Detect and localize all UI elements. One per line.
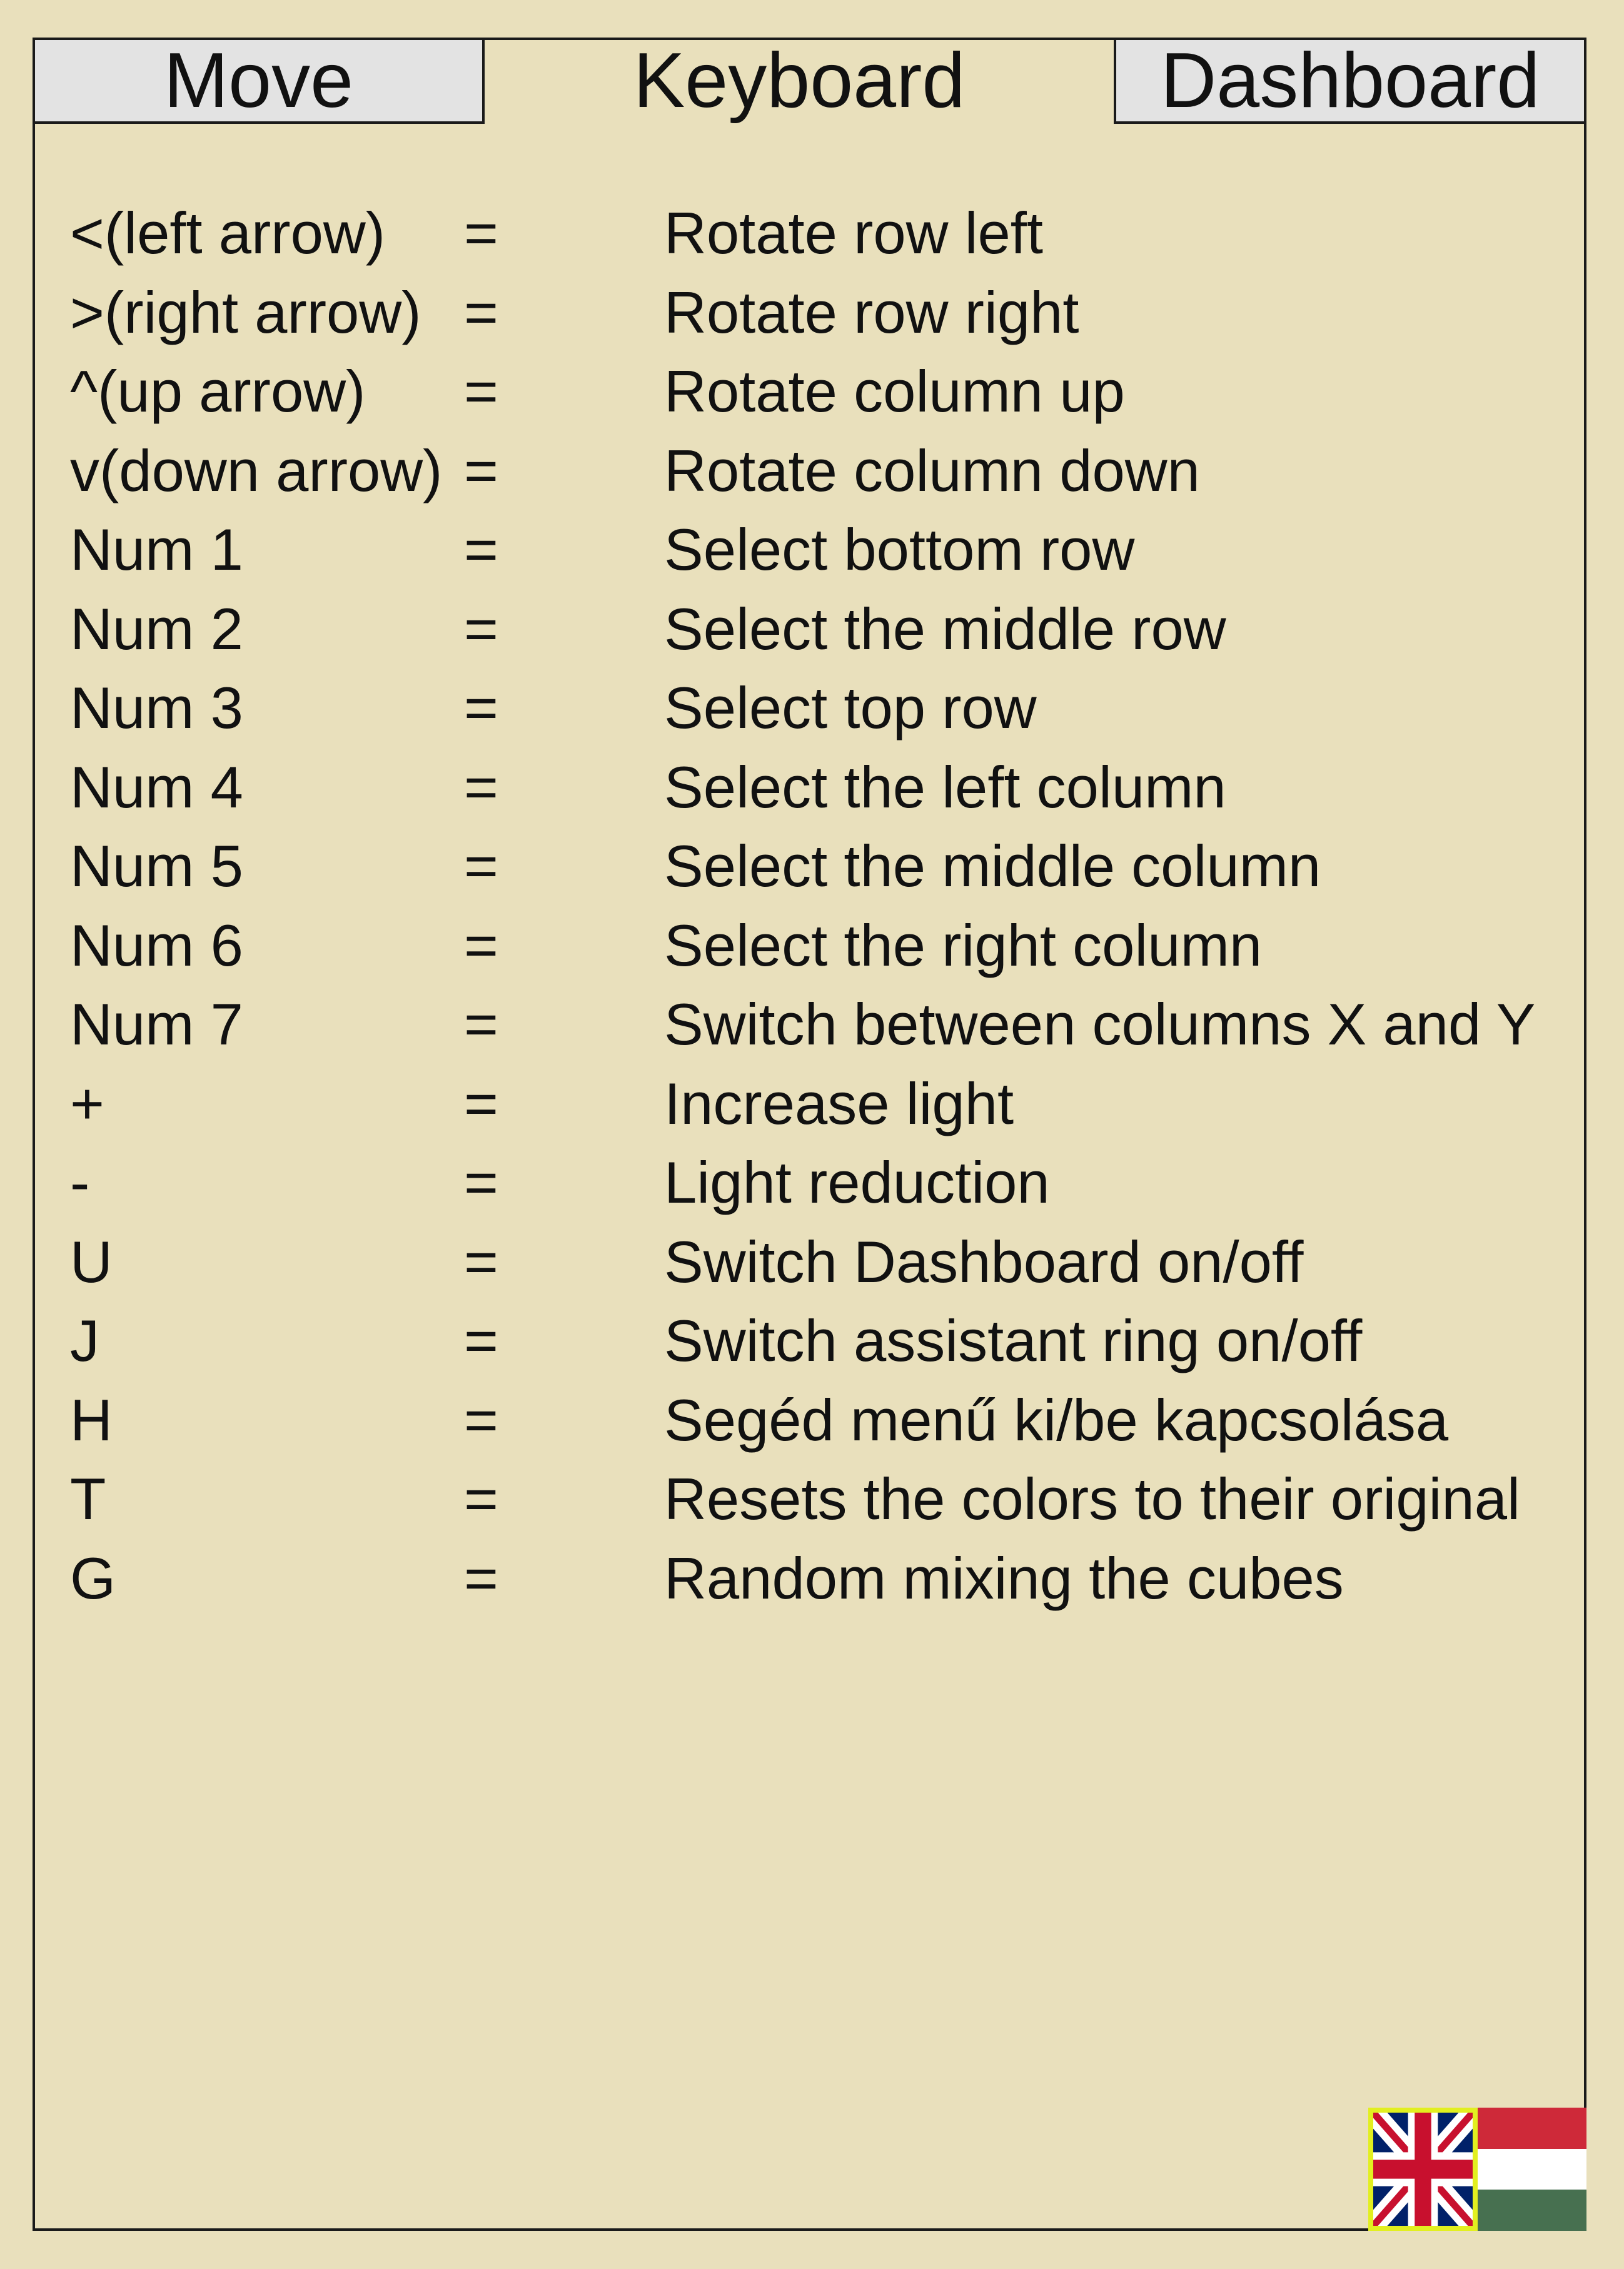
- shortcut-action: Select the left column: [664, 754, 1226, 820]
- shortcut-row: J = Switch assistant ring on/off: [70, 1301, 1583, 1381]
- shortcut-action: Select the middle column: [664, 833, 1321, 899]
- shortcut-row: <(left arrow) = Rotate row left: [70, 194, 1583, 273]
- equals-sign: =: [464, 1545, 498, 1611]
- shortcut-key: Num 6: [70, 912, 243, 978]
- shortcut-row: Num 6 = Select the right column: [70, 906, 1583, 986]
- shortcut-row: H = Segéd menű ki/be kapcsolása: [70, 1381, 1583, 1460]
- shortcut-row: Num 3 = Select top row: [70, 669, 1583, 748]
- shortcut-key: Num 7: [70, 991, 243, 1057]
- shortcut-row: G = Random mixing the cubes: [70, 1539, 1583, 1619]
- equals-sign: =: [464, 1308, 498, 1373]
- shortcut-row: U = Switch Dashboard on/off: [70, 1223, 1583, 1302]
- hungary-flag-button[interactable]: [1478, 2108, 1586, 2231]
- equals-sign: =: [464, 1466, 498, 1532]
- tab-keyboard[interactable]: Keyboard: [633, 38, 966, 124]
- shortcut-row: T = Resets the colors to their original: [70, 1460, 1583, 1539]
- shortcut-action: Light reduction: [664, 1150, 1050, 1215]
- equals-sign: =: [464, 200, 498, 266]
- shortcut-key: v(down arrow): [70, 437, 443, 503]
- shortcut-row: >(right arrow) = Rotate row right: [70, 273, 1583, 353]
- equals-sign: =: [464, 912, 498, 978]
- language-selector: [1368, 2108, 1586, 2231]
- shortcut-row: Num 7 = Switch between columns X and Y: [70, 985, 1583, 1064]
- shortcut-key: Num 5: [70, 833, 243, 899]
- shortcut-action: Switch Dashboard on/off: [664, 1228, 1304, 1295]
- shortcut-key: U: [70, 1228, 113, 1295]
- shortcut-key: +: [70, 1070, 104, 1136]
- shortcut-key: J: [70, 1308, 99, 1373]
- equals-sign: =: [464, 675, 498, 740]
- shortcut-action: Increase light: [664, 1070, 1014, 1136]
- shortcut-key: H: [70, 1387, 113, 1453]
- shortcut-key: Num 2: [70, 595, 243, 662]
- keyboard-panel: [33, 38, 1586, 2231]
- equals-sign: =: [464, 1228, 498, 1295]
- equals-sign: =: [464, 595, 498, 662]
- shortcut-key: <(left arrow): [70, 200, 386, 266]
- shortcut-row: v(down arrow) = Rotate column down: [70, 432, 1583, 511]
- equals-sign: =: [464, 833, 498, 899]
- shortcut-key: Num 3: [70, 675, 243, 740]
- equals-sign: =: [464, 1070, 498, 1136]
- equals-sign: =: [464, 1150, 498, 1215]
- shortcut-action: Select bottom row: [664, 517, 1135, 582]
- shortcut-row: Num 5 = Select the middle column: [70, 827, 1583, 906]
- shortcut-action: Select the right column: [664, 912, 1263, 978]
- shortcut-row: Num 2 = Select the middle row: [70, 590, 1583, 669]
- equals-sign: =: [464, 754, 498, 820]
- shortcut-action: Rotate row left: [664, 200, 1044, 266]
- shortcut-action: Switch between columns X and Y: [664, 991, 1536, 1057]
- equals-sign: =: [464, 517, 498, 582]
- shortcut-action: Select top row: [664, 675, 1037, 740]
- hungary-flag-green-stripe: [1478, 2190, 1586, 2231]
- shortcut-key: >(right arrow): [70, 279, 421, 345]
- hungary-flag-red-stripe: [1478, 2108, 1586, 2149]
- shortcut-action: Switch assistant ring on/off: [664, 1308, 1363, 1373]
- shortcut-action: Select the middle row: [664, 595, 1226, 662]
- shortcut-key: Num 4: [70, 754, 243, 820]
- shortcut-action: Rotate column up: [664, 358, 1125, 424]
- equals-sign: =: [464, 437, 498, 503]
- shortcut-row: Num 1 = Select bottom row: [70, 510, 1583, 590]
- shortcut-action: Rotate column down: [664, 437, 1200, 503]
- shortcut-key: T: [70, 1466, 106, 1532]
- uk-flag-button[interactable]: [1368, 2108, 1478, 2231]
- shortcut-action: Rotate row right: [664, 279, 1079, 345]
- shortcut-key: Num 1: [70, 517, 243, 582]
- shortcut-key: -: [70, 1150, 90, 1215]
- equals-sign: =: [464, 279, 498, 345]
- tab-move[interactable]: Move: [33, 38, 485, 124]
- equals-sign: =: [464, 358, 498, 424]
- shortcut-action: Resets the colors to their original: [664, 1466, 1520, 1532]
- shortcut-list: <(left arrow) = Rotate row left >(right ar…: [70, 194, 1583, 1618]
- equals-sign: =: [464, 1387, 498, 1453]
- hungary-flag-white-stripe: [1478, 2148, 1586, 2190]
- shortcut-key: G: [70, 1545, 116, 1611]
- shortcut-action: Segéd menű ki/be kapcsolása: [664, 1387, 1449, 1453]
- shortcut-row: - = Light reduction: [70, 1143, 1583, 1223]
- shortcut-action: Random mixing the cubes: [664, 1545, 1344, 1611]
- shortcut-key: ^(up arrow): [70, 358, 366, 424]
- shortcut-row: Num 4 = Select the left column: [70, 748, 1583, 827]
- shortcut-row: ^(up arrow) = Rotate column up: [70, 352, 1583, 432]
- tab-dashboard[interactable]: Dashboard: [1114, 38, 1586, 124]
- shortcut-row: + = Increase light: [70, 1064, 1583, 1144]
- uk-flag-icon: [1373, 2113, 1473, 2226]
- equals-sign: =: [464, 991, 498, 1057]
